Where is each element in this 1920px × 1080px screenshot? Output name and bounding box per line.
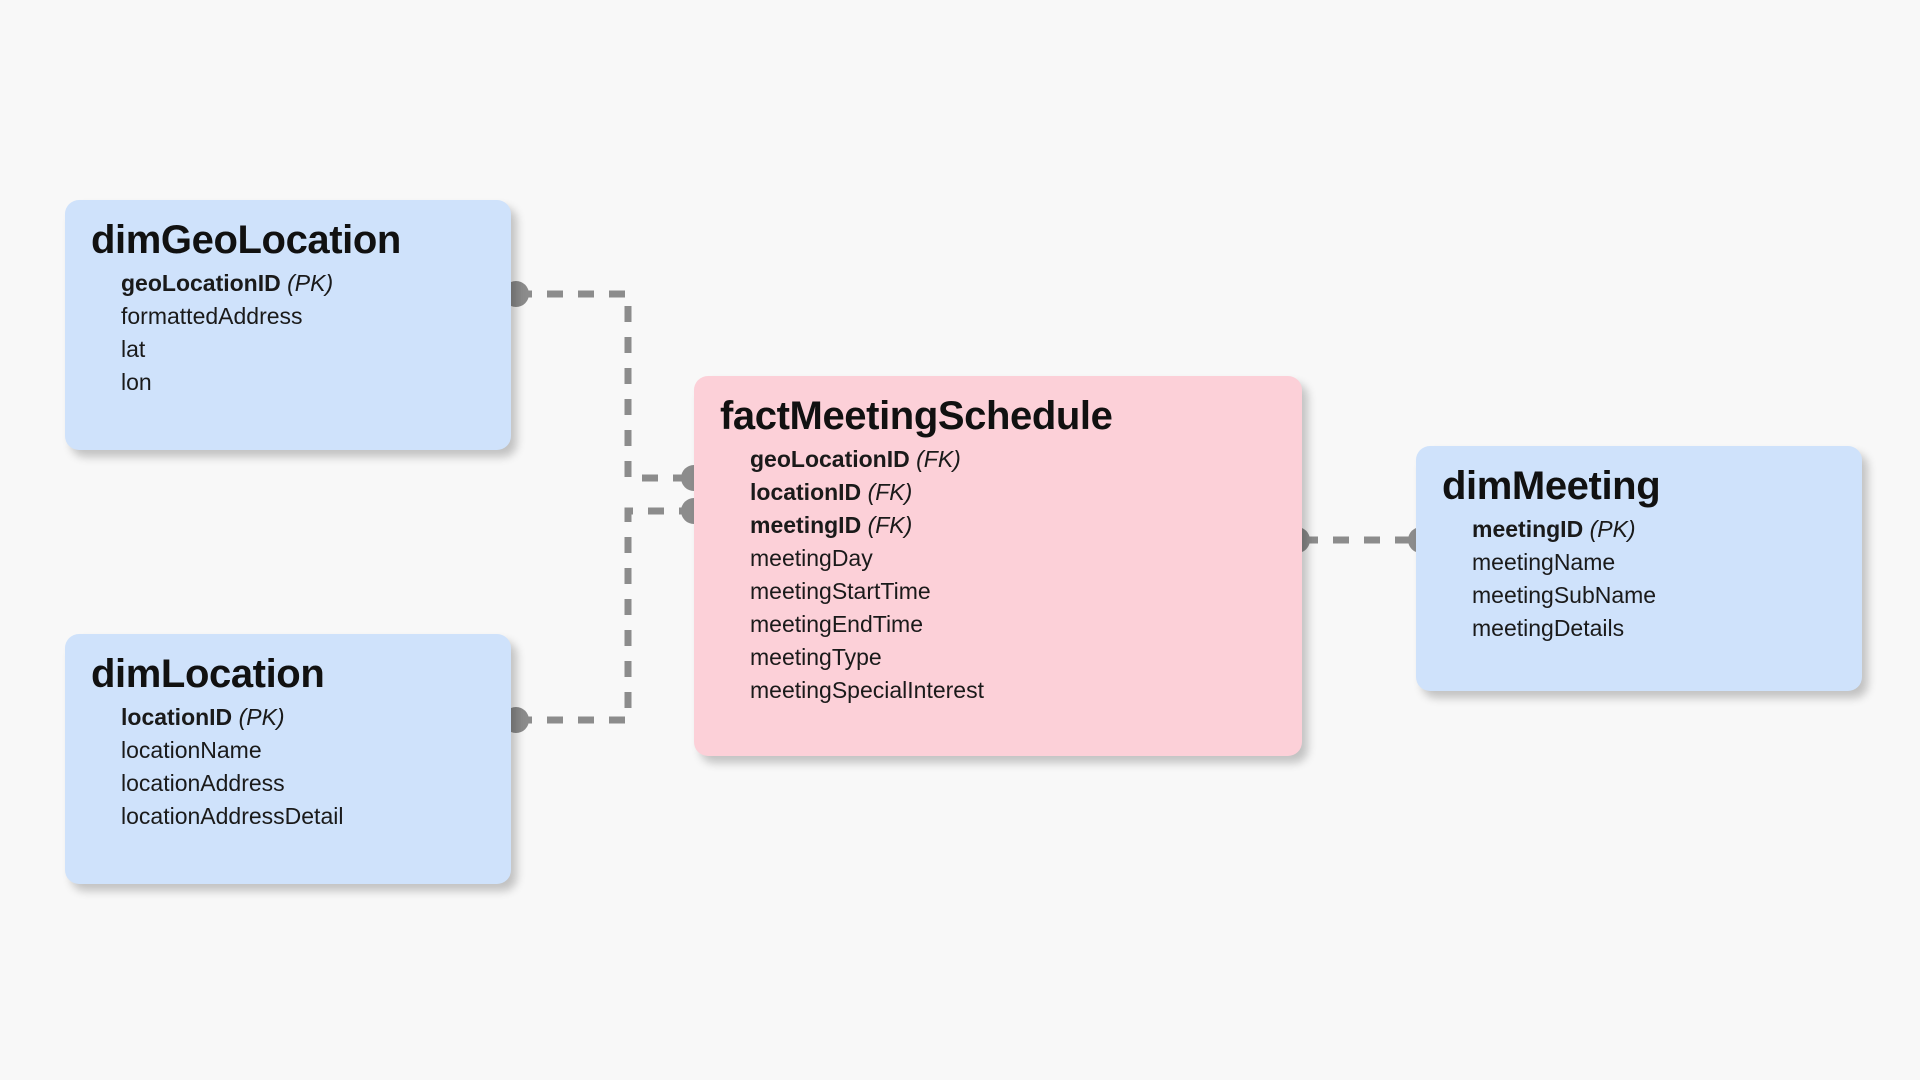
attribute-row: meetingDetails (1472, 612, 1836, 645)
attribute-key-tag: (PK) (287, 269, 334, 296)
attribute-row: lat (121, 333, 485, 366)
attribute-name: meetingID (750, 511, 862, 538)
attribute-row: meetingName (1472, 546, 1836, 579)
attribute-name: meetingSubName (1472, 581, 1657, 608)
attribute-row: locationID (FK) (750, 476, 1276, 509)
attribute-list-factmeetingschedule: geoLocationID (FK) locationID (FK) meeti… (720, 443, 1276, 707)
attribute-row: locationID (PK) (121, 701, 485, 734)
attribute-name: locationID (750, 478, 862, 505)
attribute-row: meetingID (FK) (750, 509, 1276, 542)
attribute-row: lon (121, 366, 485, 399)
attribute-name: locationAddress (121, 769, 285, 796)
entity-title-factmeetingschedule: factMeetingSchedule (720, 394, 1113, 438)
entity-dimgeolocation[interactable]: dimGeoLocation geoLocationID (PK) format… (65, 200, 511, 450)
attribute-key-tag: (PK) (1589, 515, 1636, 542)
attribute-name: meetingDetails (1472, 614, 1625, 641)
attribute-name: meetingID (1472, 515, 1584, 542)
attribute-row: geoLocationID (PK) (121, 267, 485, 300)
attribute-name: locationID (121, 703, 233, 730)
connector-location-to-fact (516, 507, 684, 724)
entity-title-dimlocation: dimLocation (91, 652, 325, 696)
attribute-name: geoLocationID (750, 445, 910, 472)
entity-title-dimmeeting: dimMeeting (1442, 464, 1661, 508)
attribute-row: locationAddressDetail (121, 800, 485, 833)
attribute-name: meetingType (750, 643, 882, 670)
entity-dimlocation[interactable]: dimLocation locationID (PK) locationName… (65, 634, 511, 884)
attribute-name: geoLocationID (121, 269, 281, 296)
attribute-row: meetingSubName (1472, 579, 1836, 612)
attribute-name: meetingName (1472, 548, 1616, 575)
attribute-list-dimlocation: locationID (PK) locationName locationAdd… (91, 701, 485, 833)
attribute-row: meetingID (PK) (1472, 513, 1836, 546)
attribute-name: meetingStartTime (750, 577, 931, 604)
attribute-list-dimgeolocation: geoLocationID (PK) formattedAddress lat … (91, 267, 485, 399)
attribute-row: formattedAddress (121, 300, 485, 333)
entity-dimmeeting[interactable]: dimMeeting meetingID (PK) meetingName me… (1416, 446, 1862, 691)
attribute-key-tag: (FK) (916, 445, 961, 472)
attribute-row: geoLocationID (FK) (750, 443, 1276, 476)
attribute-row: meetingEndTime (750, 608, 1276, 641)
connector-geolocation-to-fact (516, 290, 684, 482)
attribute-name: meetingDay (750, 544, 873, 571)
attribute-row: locationName (121, 734, 485, 767)
attribute-row: meetingSpecialInterest (750, 674, 1276, 707)
attribute-row: meetingDay (750, 542, 1276, 575)
entity-title-dimgeolocation: dimGeoLocation (91, 218, 401, 262)
attribute-name: formattedAddress (121, 302, 303, 329)
attribute-list-dimmeeting: meetingID (PK) meetingName meetingSubNam… (1442, 513, 1836, 645)
attribute-name: lat (121, 335, 146, 362)
attribute-row: meetingType (750, 641, 1276, 674)
attribute-name: lon (121, 368, 152, 395)
attribute-key-tag: (FK) (867, 478, 913, 505)
attribute-key-tag: (PK) (238, 703, 285, 730)
attribute-name: locationName (121, 736, 262, 763)
attribute-name: locationAddressDetail (121, 802, 344, 829)
attribute-row: meetingStartTime (750, 575, 1276, 608)
attribute-row: locationAddress (121, 767, 485, 800)
attribute-key-tag: (FK) (867, 511, 913, 538)
entity-factmeetingschedule[interactable]: factMeetingSchedule geoLocationID (FK) l… (694, 376, 1302, 756)
attribute-name: meetingSpecialInterest (750, 676, 984, 703)
attribute-name: meetingEndTime (750, 610, 924, 637)
